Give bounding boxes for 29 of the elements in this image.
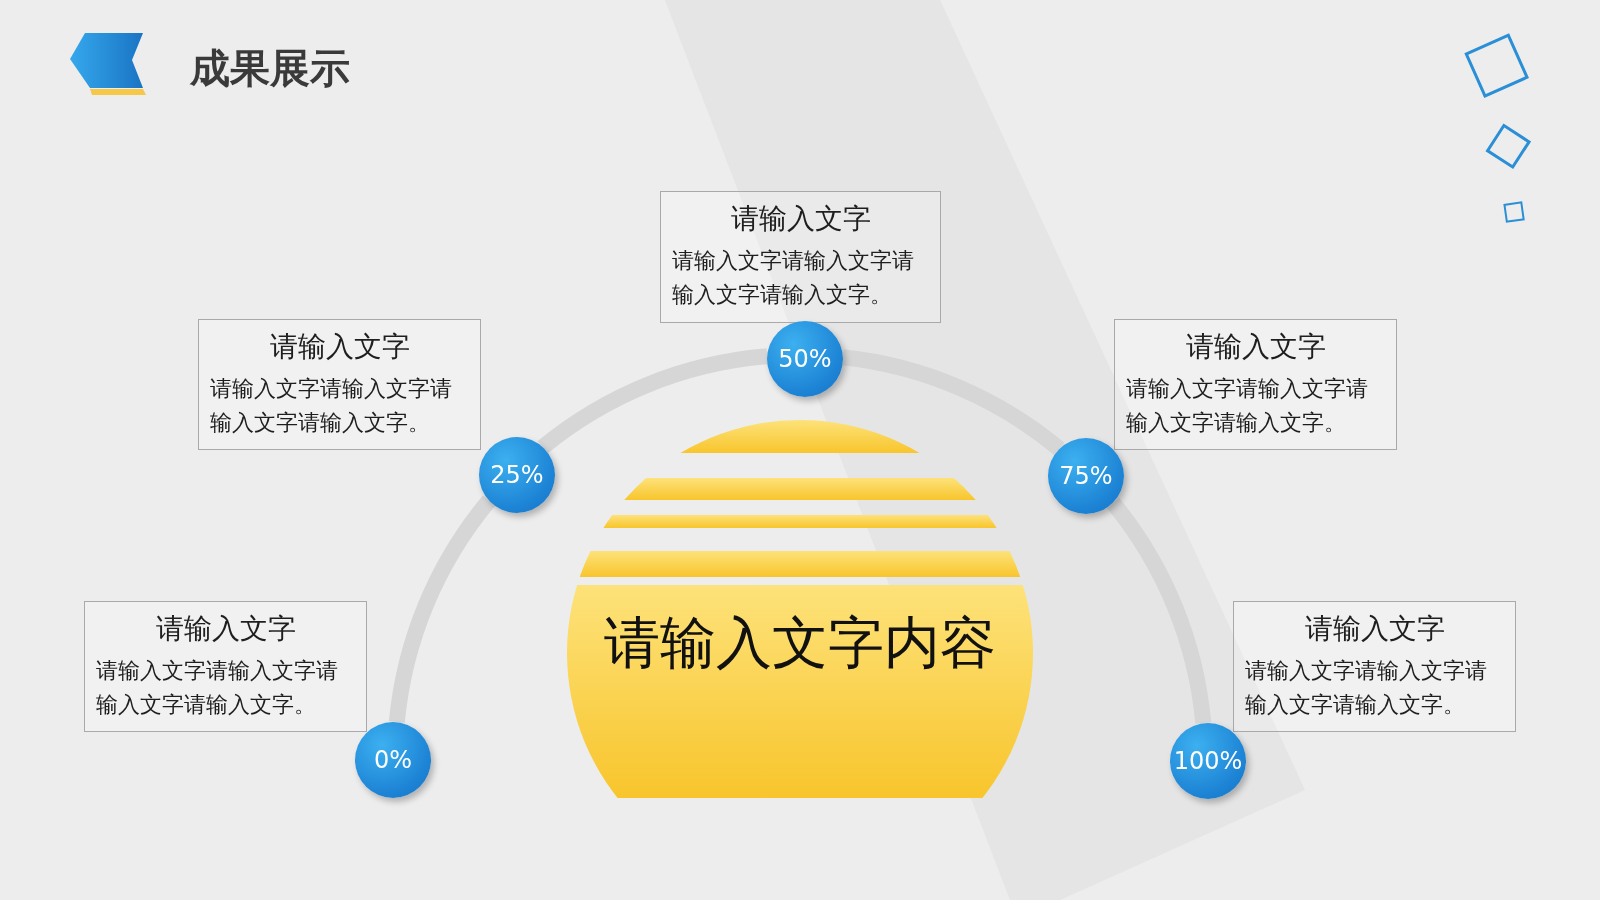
arc-line [841,349,1065,456]
percent-label: 25% [490,460,544,490]
percent-label: 50% [778,344,832,374]
card-body: 请输入文字请输入文字请输入文字请输入文字。 [1245,657,1488,719]
card-heading: 请输入文字 [730,201,871,237]
text-card [1114,319,1397,450]
text-card [198,319,481,450]
percent-circle [355,722,431,798]
card-heading: 请输入文字 [1185,329,1326,365]
percent-label: 0% [373,745,413,775]
text-card [660,191,941,323]
percent-label: 100% [1173,746,1243,776]
card-body: 请输入文字请输入文字请输入文字请输入文字。 [210,375,453,437]
card-heading: 请输入文字 [155,611,296,647]
card-heading: 请输入文字 [269,329,410,365]
card-body: 请输入文字请输入文字请输入文字请输入文字。 [96,657,339,719]
arc-line [388,495,496,724]
center-text: 请输入文字内容 [604,609,996,677]
text-card [84,601,367,732]
card-heading: 请输入文字 [1304,611,1445,647]
arc-line [538,348,769,454]
arc-line [1106,498,1212,725]
text-card [1233,601,1516,732]
card-body: 请输入文字请输入文字请输入文字请输入文字。 [672,247,915,309]
card-body: 请输入文字请输入文字请输入文字请输入文字。 [1126,375,1369,437]
percent-circle [767,321,843,397]
slide-title: 成果展示 [190,44,350,93]
percent-circle [479,437,555,513]
percent-label: 75% [1059,461,1113,491]
